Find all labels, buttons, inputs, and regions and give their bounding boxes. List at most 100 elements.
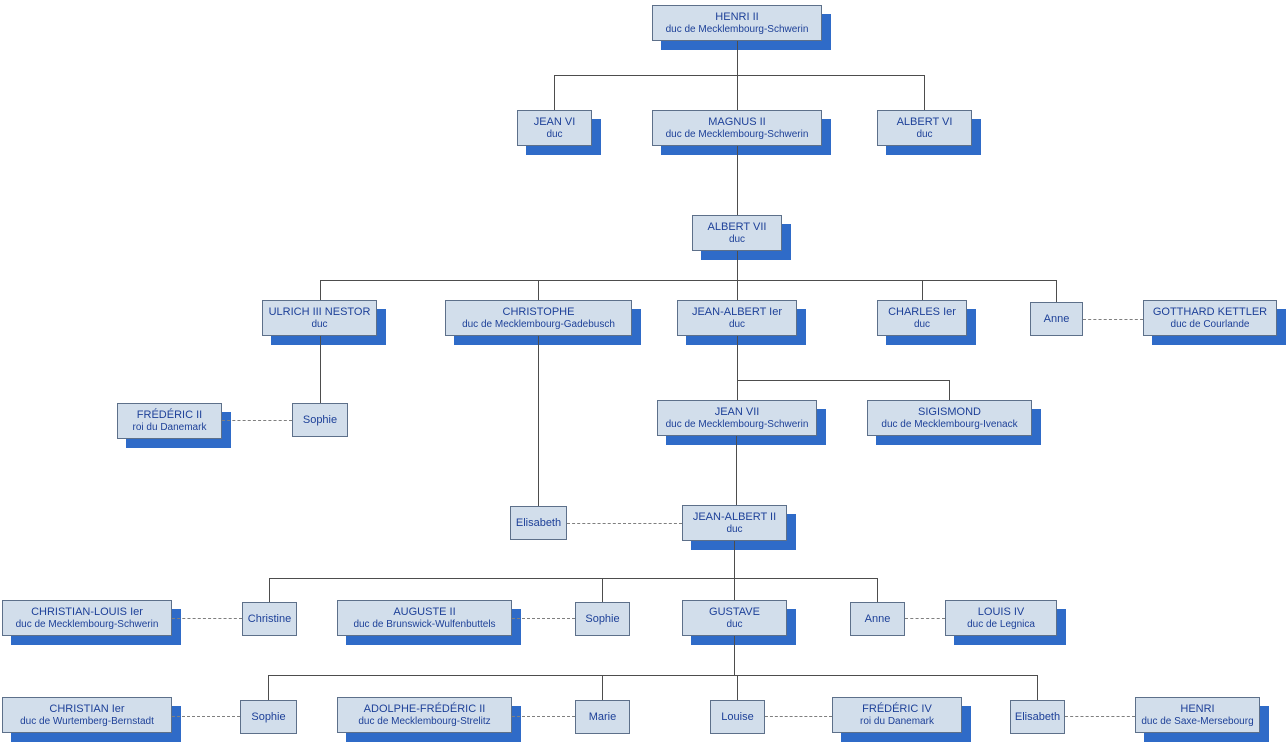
person-name: ADOLPHE-FRÉDÉRIC II (363, 703, 486, 715)
descent-line-16 (737, 380, 738, 400)
descent-line-25 (877, 578, 878, 602)
marriage-line-0 (1083, 319, 1143, 320)
tree-node-marie: Marie (575, 700, 630, 734)
person-title: roi du Danemark (132, 422, 207, 433)
marriage-line-6 (172, 716, 240, 717)
descent-line-4 (924, 75, 925, 110)
person-name: JEAN-ALBERT II (692, 511, 777, 523)
descent-line-31 (1037, 675, 1038, 700)
tree-node-sophie-1: Sophie (292, 403, 348, 437)
person-name: JEAN-ALBERT Ier (691, 306, 783, 318)
person-name: Elisabeth (1014, 711, 1061, 723)
descent-line-2 (554, 75, 555, 110)
person-name: CHRISTIAN-LOUIS Ier (31, 606, 143, 618)
person-name: Sophie (585, 613, 620, 625)
descent-line-15 (737, 380, 949, 381)
descent-line-10 (737, 280, 738, 300)
descent-line-20 (734, 541, 735, 578)
person-name: Louise (721, 711, 754, 723)
descent-line-19 (736, 436, 737, 505)
person-title: duc de Saxe-Mersebourg (1141, 716, 1254, 727)
tree-node-louise: Louise (710, 700, 765, 734)
person-name: GUSTAVE (709, 606, 760, 618)
descent-line-26 (734, 636, 735, 675)
person-name: Sophie (302, 414, 338, 426)
person-title: duc de Courlande (1170, 319, 1250, 330)
person-title: duc de Wurtemberg-Bernstadt (20, 716, 154, 727)
marriage-line-4 (512, 618, 575, 619)
descent-line-8 (320, 280, 321, 300)
descent-line-5 (737, 146, 738, 215)
tree-node-sophie-3: Sophie (240, 700, 297, 734)
marriage-line-5 (905, 618, 945, 619)
person-name: CHRISTIAN Ier (49, 703, 125, 715)
descent-line-13 (320, 336, 321, 403)
descent-line-18 (538, 336, 539, 506)
person-title: duc (311, 319, 328, 330)
descent-line-29 (602, 675, 603, 700)
marriage-line-1 (222, 420, 292, 421)
marriage-line-7 (512, 716, 575, 717)
person-name: Anne (1043, 313, 1070, 325)
person-name: GOTTHARD KETTLER (1152, 306, 1268, 318)
tree-node-anne-2: Anne (850, 602, 905, 636)
descent-line-30 (737, 675, 738, 700)
person-name: SIGISMOND (918, 406, 981, 418)
person-name: JEAN VII (714, 406, 760, 418)
person-title: duc de Mecklembourg-Ivenack (881, 419, 1018, 430)
tree-node-anne: Anne (1030, 302, 1083, 336)
tree-node-elisabeth-1: Elisabeth (510, 506, 567, 540)
person-name: HENRI II (715, 11, 759, 23)
person-name: Sophie (251, 711, 286, 723)
person-name: ALBERT VII (707, 221, 767, 233)
person-title: roi du Danemark (860, 716, 934, 727)
descent-line-22 (269, 578, 270, 602)
person-title: duc (728, 234, 746, 245)
person-title: duc de Mecklembourg-Strelitz (358, 716, 491, 727)
person-title: duc de Brunswick-Wulfenbuttels (353, 619, 496, 630)
descent-line-6 (737, 251, 738, 280)
person-name: Anne (864, 613, 891, 625)
person-title: duc de Mecklembourg-Schwerin (15, 619, 159, 630)
person-name: Marie (588, 711, 617, 723)
person-title: duc de Mecklembourg-Schwerin (665, 129, 809, 140)
descent-line-17 (949, 380, 950, 400)
person-title: duc de Legnica (967, 619, 1035, 630)
tree-node-sophie-2: Sophie (575, 602, 630, 636)
person-title: duc (916, 129, 933, 140)
descent-line-27 (268, 675, 1037, 676)
person-name: MAGNUS II (708, 116, 766, 128)
person-name: LOUIS IV (977, 606, 1025, 618)
descent-line-3 (737, 75, 738, 110)
person-title: duc (726, 619, 743, 630)
person-name: CHRISTOPHE (502, 306, 575, 318)
marriage-line-8 (765, 716, 832, 717)
marriage-line-9 (1065, 716, 1135, 717)
descent-line-7 (320, 280, 1056, 281)
person-name: CHARLES Ier (888, 306, 956, 318)
person-title: duc de Mecklembourg-Gadebusch (462, 319, 615, 330)
descent-line-28 (268, 675, 269, 700)
person-title: duc de Mecklembourg-Schwerin (665, 419, 809, 430)
descent-line-12 (1056, 280, 1057, 302)
person-title: duc de Mecklembourg-Schwerin (665, 24, 809, 35)
person-name: AUGUSTE II (393, 606, 456, 618)
